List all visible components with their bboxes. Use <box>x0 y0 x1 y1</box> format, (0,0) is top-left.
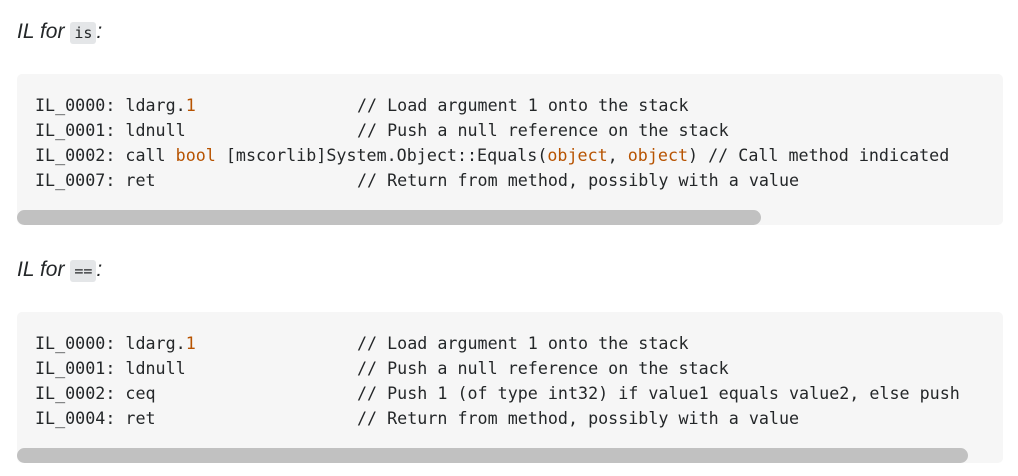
inline-code-equals: == <box>70 260 97 282</box>
code-token-num: 1 <box>185 95 196 115</box>
heading-prefix: IL for <box>17 258 71 281</box>
code-token: IL_0000: ldarg. <box>35 95 186 115</box>
code-token: IL_0007: ret <box>35 170 156 190</box>
code-block-is[interactable]: IL_0000: ldarg.1 // Load argument 1 onto … <box>17 74 1003 225</box>
heading-suffix: : <box>96 258 103 281</box>
heading-prefix: IL for <box>17 20 71 43</box>
code-comment: // Return from method, possibly with a v… <box>357 170 800 190</box>
section-heading-equals: IL for ==: <box>17 256 102 285</box>
code-token: [mscorlib]System.Object::Equals( <box>215 145 548 165</box>
inline-code-is: is <box>70 22 97 44</box>
code-comment: // Push a null reference on the stack <box>357 120 729 140</box>
code-token: IL_0002: ceq <box>35 383 156 403</box>
code-token: ) // Call method indicated <box>688 145 950 165</box>
section-heading-is: IL for is: <box>17 18 102 47</box>
code-instruction: IL_0001: ldnull <box>35 356 186 381</box>
code-instruction: IL_0007: ret <box>35 168 156 193</box>
code-comment: // Return from method, possibly with a v… <box>357 408 800 428</box>
horizontal-scrollbar-thumb[interactable] <box>17 448 968 463</box>
code-comment: // Load argument 1 onto the stack <box>357 333 689 353</box>
code-instruction: IL_0000: ldarg.1 <box>35 93 196 118</box>
code-comment: // Load argument 1 onto the stack <box>357 95 689 115</box>
code-token-kw: object <box>547 145 608 165</box>
code-token: IL_0001: ldnull <box>35 120 186 140</box>
horizontal-scrollbar-thumb[interactable] <box>17 210 761 225</box>
code-comment: // Push a null reference on the stack <box>357 358 729 378</box>
code-instruction: IL_0004: ret <box>35 406 156 431</box>
code-instruction: IL_0001: ldnull <box>35 118 186 143</box>
code-instruction: IL_0002: call bool [mscorlib]System.Obje… <box>35 143 949 168</box>
code-token: IL_0002: call <box>35 145 176 165</box>
code-token-kw: object <box>627 145 689 165</box>
code-token: , <box>607 145 628 165</box>
code-token: IL_0000: ldarg. <box>35 333 186 353</box>
code-comment: // Push 1 (of type int32) if value1 equa… <box>357 383 960 403</box>
code-token-kw: bool <box>175 145 216 165</box>
code-block-equals[interactable]: IL_0000: ldarg.1 // Load argument 1 onto … <box>17 312 1003 463</box>
code-token: IL_0001: ldnull <box>35 358 186 378</box>
heading-suffix: : <box>96 20 103 43</box>
code-instruction: IL_0000: ldarg.1 <box>35 331 196 356</box>
code-token-num: 1 <box>185 333 196 353</box>
code-token: IL_0004: ret <box>35 408 156 428</box>
code-instruction: IL_0002: ceq <box>35 381 156 406</box>
